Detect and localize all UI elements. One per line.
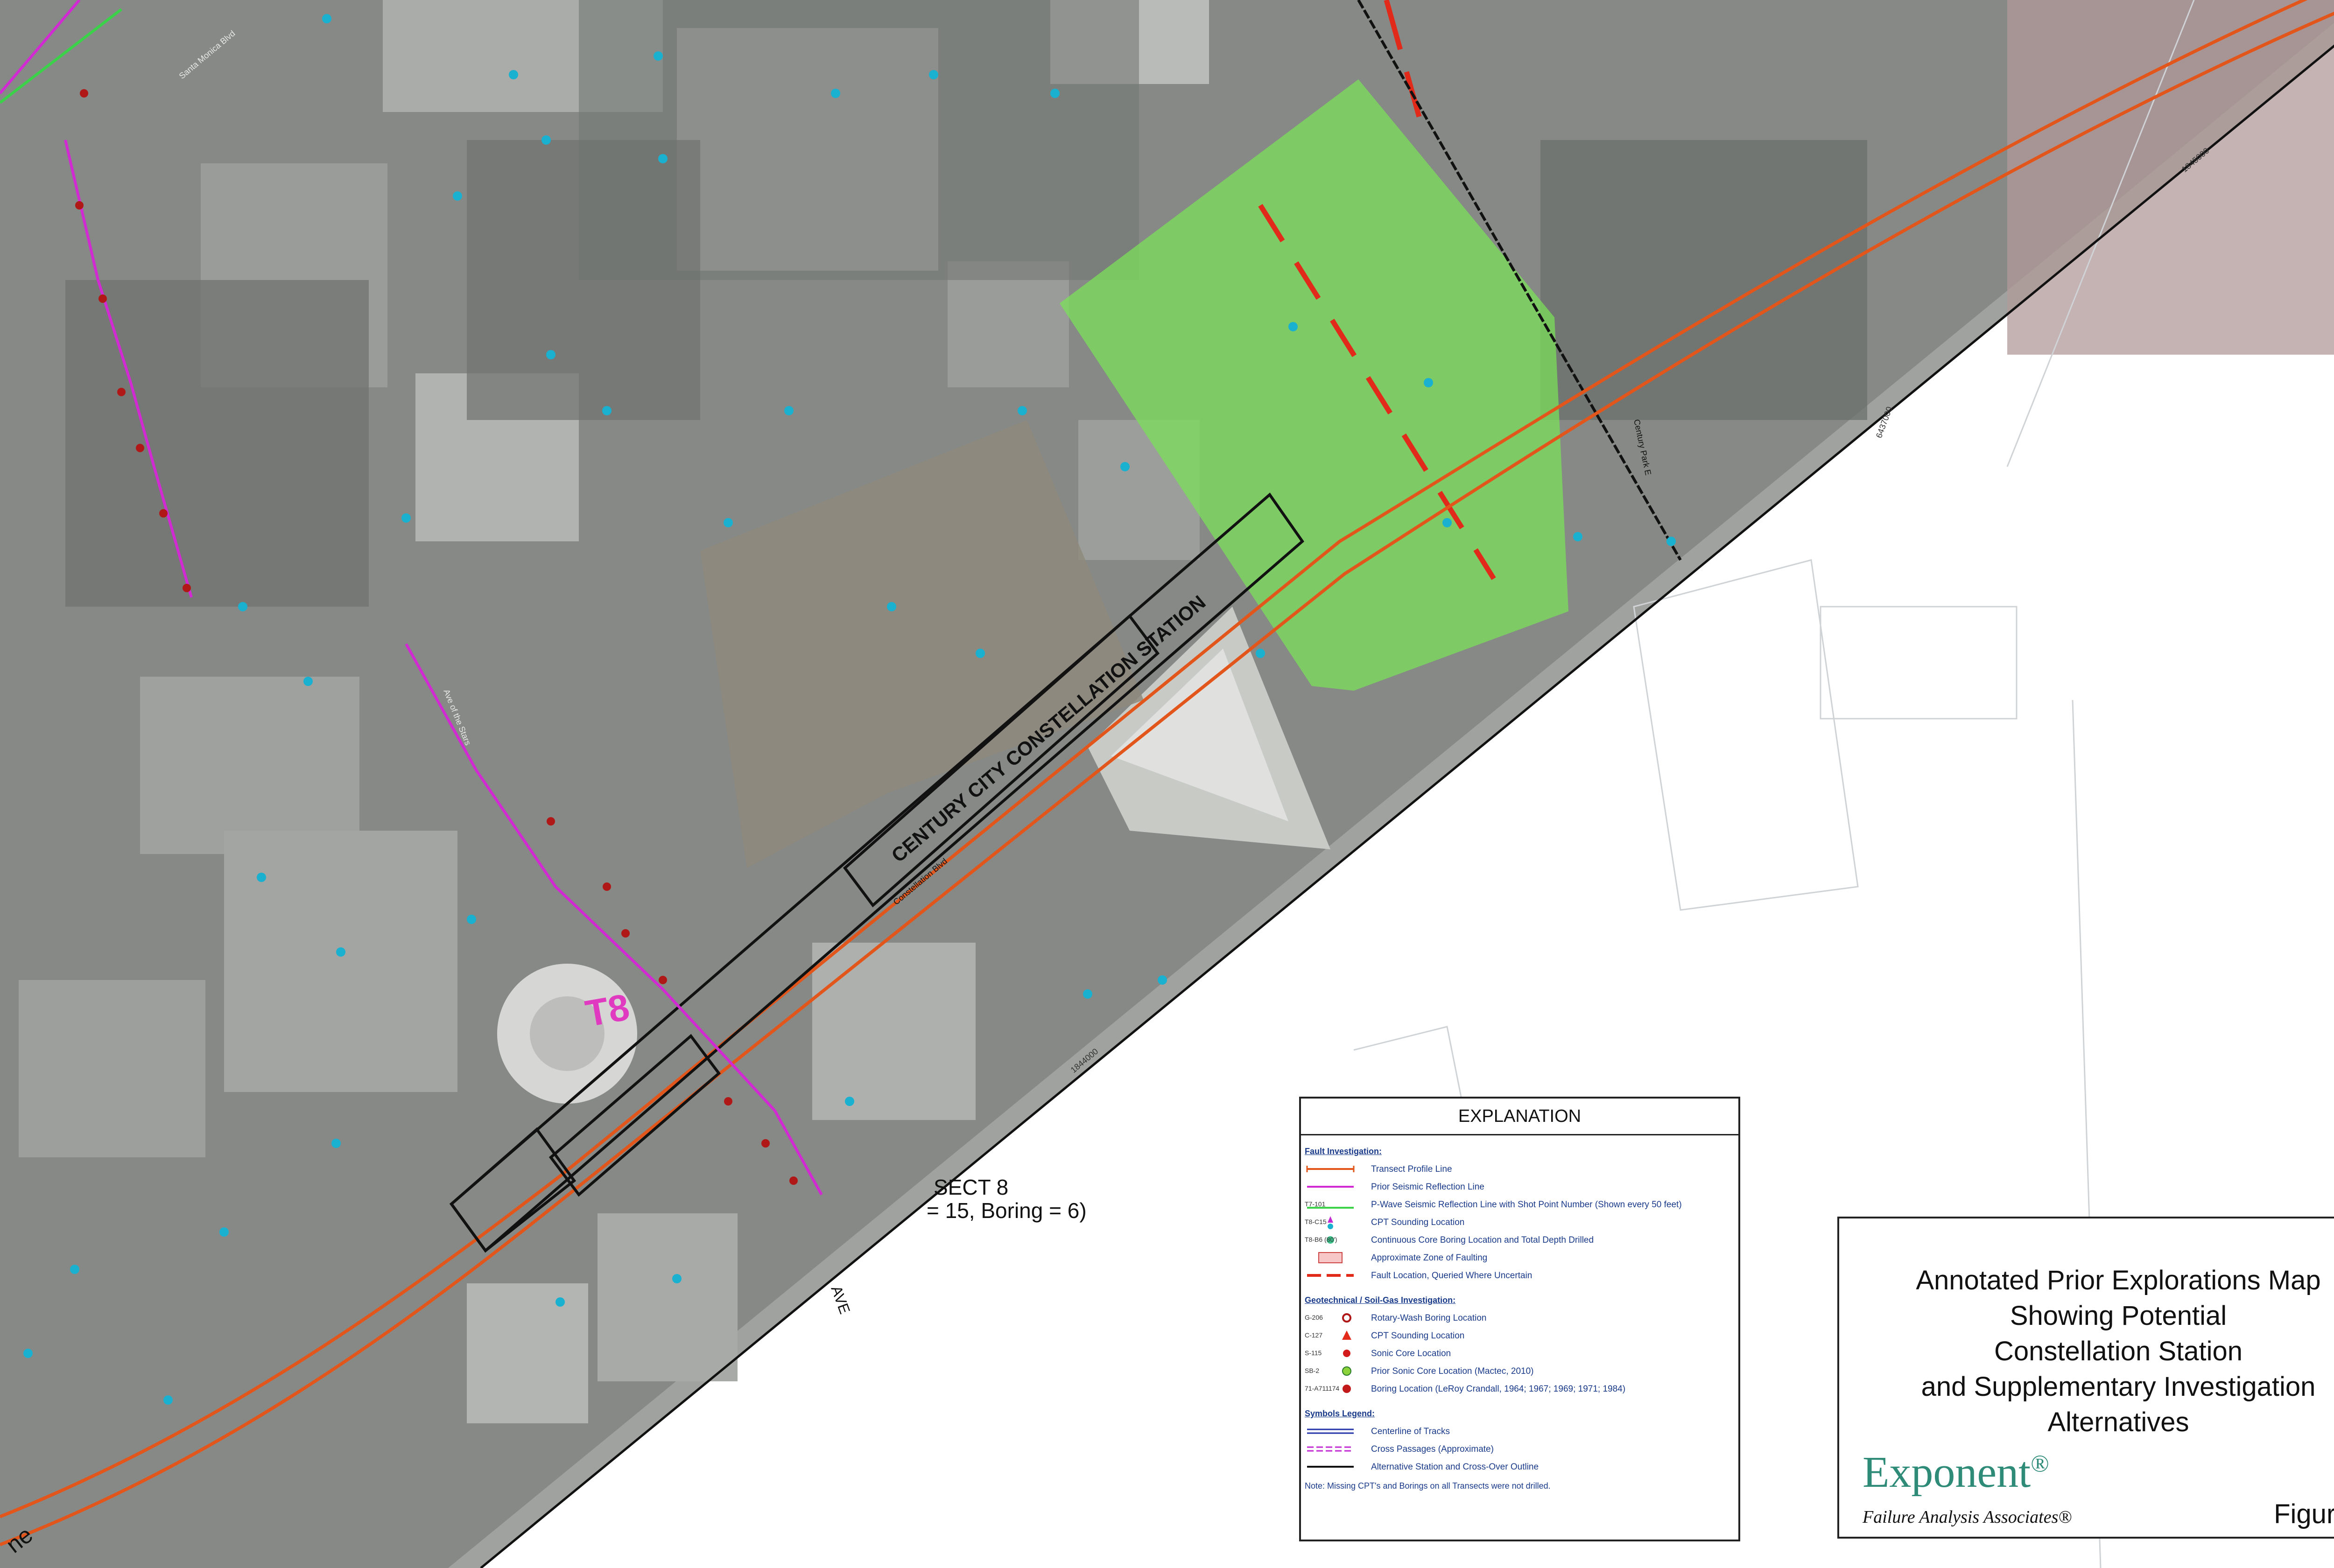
legend-symbol-icon bbox=[1305, 1196, 1361, 1213]
legend-item-sym-1: Cross Passages (Approximate) bbox=[1301, 1440, 1738, 1458]
figure-number: Figure 4. bbox=[2274, 1499, 2334, 1529]
legend-item-prefix: T8-B6 (80') bbox=[1305, 1236, 1337, 1243]
logo-subtitle: Failure Analysis Associates® bbox=[1863, 1507, 2072, 1527]
title-line-2: Showing Potential bbox=[2010, 1301, 2227, 1331]
legend-symbol-icon bbox=[1305, 1309, 1361, 1327]
legend-symbol-icon bbox=[1305, 1231, 1361, 1249]
legend-item-fault-1: Prior Seismic Reflection Line bbox=[1301, 1178, 1738, 1196]
legend-item-label: Approximate Zone of Faulting bbox=[1371, 1253, 1488, 1263]
title-line-1: Annotated Prior Explorations Map bbox=[1916, 1265, 2321, 1295]
legend-item-geo-3: SB-2 Prior Sonic Core Location (Mactec, 2… bbox=[1301, 1362, 1738, 1380]
legend-item-label: Prior Sonic Core Location (Mactec, 2010) bbox=[1371, 1366, 1534, 1376]
legend-item-fault-3: T8-C15 CPT Sounding Location bbox=[1301, 1213, 1738, 1231]
legend-item-prefix: C-127 bbox=[1305, 1331, 1323, 1339]
title-line-3: Constellation Station bbox=[1994, 1336, 2243, 1366]
exponent-logo: Exponent® bbox=[1863, 1447, 2049, 1498]
legend-item-label: Sonic Core Location bbox=[1371, 1349, 1451, 1358]
legend-symbol-icon bbox=[1305, 1458, 1361, 1476]
legend-geo-heading: Geotechnical / Soil-Gas Investigation: bbox=[1305, 1295, 1456, 1305]
legend-item-fault-4: T8-B6 (80') Continuous Core Boring Locati… bbox=[1301, 1231, 1738, 1249]
legend-item-prefix: S-115 bbox=[1305, 1349, 1322, 1357]
legend-item-label: Cross Passages (Approximate) bbox=[1371, 1444, 1494, 1454]
legend-item-prefix: SB-2 bbox=[1305, 1367, 1320, 1374]
legend-symbol-icon bbox=[1305, 1344, 1361, 1362]
track-centerline bbox=[0, 0, 2308, 1519]
construction-lot bbox=[700, 420, 1144, 868]
legend-item-label: Rotary-Wash Boring Location bbox=[1371, 1313, 1487, 1323]
legend-item-label: Transect Profile Line bbox=[1371, 1164, 1452, 1174]
legend-symbol-icon bbox=[1305, 1160, 1361, 1178]
station-outline bbox=[449, 492, 1305, 1253]
legend-item-geo-4: 71-A711174 Boring Location (LeRoy Crandal… bbox=[1301, 1380, 1738, 1398]
legend-item-sym-0: Centerline of Tracks bbox=[1301, 1422, 1738, 1440]
legend-item-fault-5: Approximate Zone of Faulting bbox=[1301, 1249, 1738, 1267]
cpt-markers bbox=[23, 14, 1676, 1405]
legend-item-label: P-Wave Seismic Reflection Line with Shot… bbox=[1371, 1200, 1682, 1210]
legend-item-prefix: 71-A711174 bbox=[1305, 1385, 1340, 1392]
logo-mark: ® bbox=[2031, 1450, 2049, 1477]
title-line-5: Alternatives bbox=[2047, 1407, 2189, 1437]
boring-markers bbox=[75, 89, 798, 1185]
legend-panel: EXPLANATION Fault Investigation: Transec… bbox=[1299, 1097, 1740, 1541]
legend-fault-heading: Fault Investigation: bbox=[1305, 1147, 1382, 1156]
title-line-4: and Supplementary Investigation bbox=[1921, 1372, 2316, 1402]
legend-symbol-icon bbox=[1305, 1327, 1361, 1344]
legend-item-label: Fault Location, Queried Where Uncertain bbox=[1371, 1271, 1533, 1281]
legend-symbols-heading: Symbols Legend: bbox=[1305, 1409, 1375, 1418]
legend-symbol-icon bbox=[1305, 1422, 1361, 1440]
legend-item-fault-6: Fault Location, Queried Where Uncertain bbox=[1301, 1267, 1738, 1284]
legend-symbol-icon bbox=[1305, 1362, 1361, 1380]
legend-symbol-icon bbox=[1305, 1249, 1361, 1267]
transect-caption-1: SECT 8 bbox=[934, 1175, 1008, 1199]
legend-item-prefix: G-206 bbox=[1305, 1314, 1323, 1321]
seismic-lines bbox=[0, 0, 823, 1196]
legend-item-label: Alternative Station and Cross-Over Outli… bbox=[1371, 1462, 1539, 1472]
legend-item-label: CPT Sounding Location bbox=[1371, 1218, 1465, 1227]
legend-item-geo-2: S-115 Sonic Core Location bbox=[1301, 1344, 1738, 1362]
legend-symbol-icon bbox=[1305, 1213, 1361, 1231]
legend-item-geo-0: G-206 Rotary-Wash Boring Location bbox=[1301, 1309, 1738, 1327]
legend-item-prefix: T7-101 bbox=[1305, 1200, 1326, 1208]
legend-symbol-icon bbox=[1305, 1380, 1361, 1398]
legend-note: Note: Missing CPT's and Borings on all T… bbox=[1305, 1481, 1551, 1491]
map-boundary-line bbox=[480, 44, 2334, 1568]
transect-caption-2: = 15, Boring = 6) bbox=[927, 1198, 1087, 1223]
legend-item-label: CPT Sounding Location bbox=[1371, 1331, 1465, 1341]
figure-title: Annotated Prior Explorations Map Showing… bbox=[1839, 1263, 2334, 1440]
legend-title: EXPLANATION bbox=[1301, 1099, 1738, 1135]
logo-word: Exponent bbox=[1863, 1448, 2031, 1497]
legend-symbol-icon bbox=[1305, 1178, 1361, 1196]
legend-item-label: Prior Seismic Reflection Line bbox=[1371, 1182, 1484, 1192]
fault-zone bbox=[1060, 79, 1568, 691]
legend-item-geo-1: C-127 CPT Sounding Location bbox=[1301, 1327, 1738, 1344]
legend-item-label: Centerline of Tracks bbox=[1371, 1427, 1450, 1436]
title-block: Annotated Prior Explorations Map Showing… bbox=[1837, 1217, 2334, 1539]
legend-symbol-icon bbox=[1305, 1440, 1361, 1458]
transect-tag: T8 bbox=[582, 986, 632, 1035]
legend-item-fault-2: T7-101 P-Wave Seismic Reflection Line wit… bbox=[1301, 1196, 1738, 1213]
legend-item-label: Boring Location (LeRoy Crandall, 1964; 1… bbox=[1371, 1384, 1626, 1394]
legend-item-label: Continuous Core Boring Location and Tota… bbox=[1371, 1235, 1594, 1245]
legend-item-prefix: T8-C15 bbox=[1305, 1218, 1327, 1225]
legend-symbol-icon bbox=[1305, 1267, 1361, 1284]
legend-item-fault-0: Transect Profile Line bbox=[1301, 1160, 1738, 1178]
legend-item-sym-2: Alternative Station and Cross-Over Outli… bbox=[1301, 1458, 1738, 1476]
